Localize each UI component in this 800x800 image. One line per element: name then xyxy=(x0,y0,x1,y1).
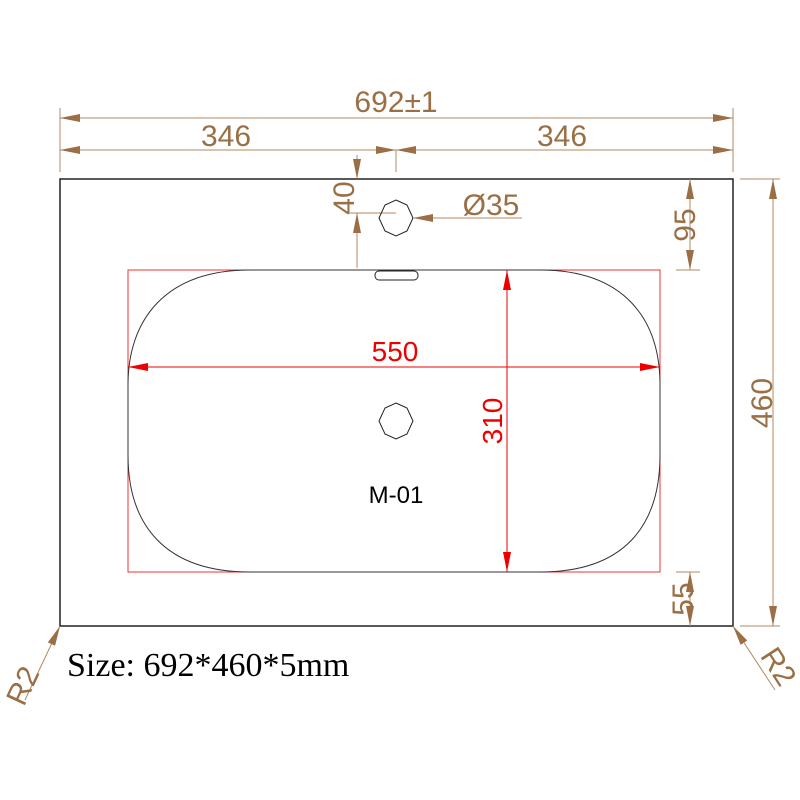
radius-label-right: R2 xyxy=(754,642,800,692)
drain-hole xyxy=(378,402,414,440)
tap-hole xyxy=(378,199,414,237)
dim-overall-depth: 460 xyxy=(746,378,779,428)
radius-leader-left xyxy=(24,625,61,701)
basin-bounding-box xyxy=(127,269,661,573)
dim-basin-depth: 310 xyxy=(477,398,508,445)
dim-bottom-margin: 55 xyxy=(667,582,700,615)
overflow-slot xyxy=(374,270,419,281)
radius-leader-right xyxy=(732,625,776,691)
model-label: M-01 xyxy=(369,482,424,509)
dim-tap-offset: 40 xyxy=(328,181,361,214)
dim-tap-hole: Ø35 xyxy=(463,189,520,222)
dim-half-right: 346 xyxy=(537,120,587,153)
countertop-outline xyxy=(59,178,734,627)
dim-overall-width: 692±1 xyxy=(354,86,437,119)
dim-half-left: 346 xyxy=(201,120,251,153)
dim-basin-width: 550 xyxy=(372,336,419,367)
dim-top-margin: 95 xyxy=(669,208,702,241)
basin-outline xyxy=(127,269,661,573)
size-caption: Size: 692*460*5mm xyxy=(67,647,349,684)
